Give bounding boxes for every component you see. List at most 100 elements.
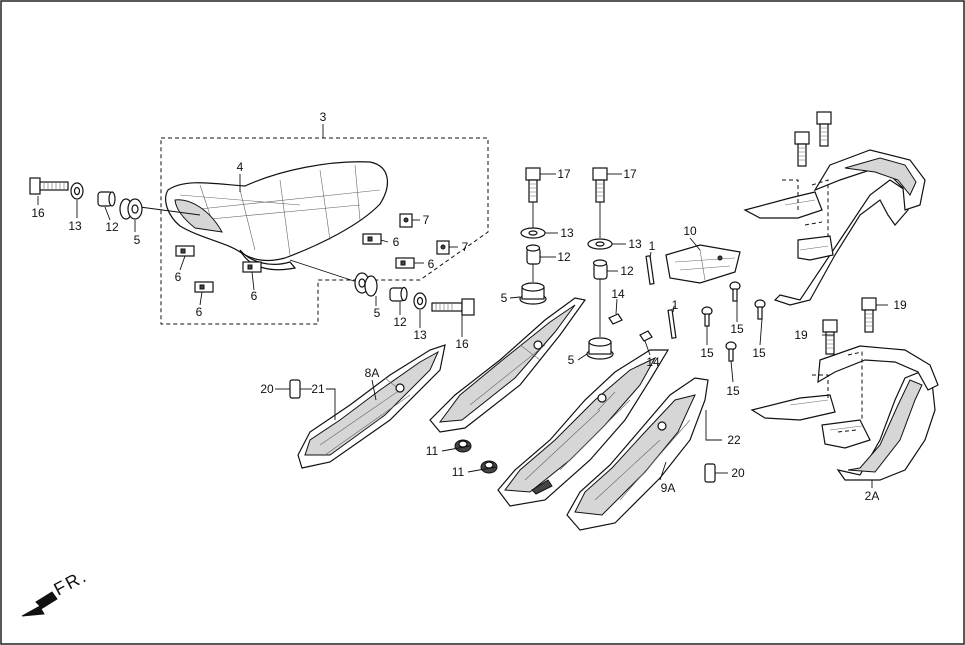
grommet-5-center-right bbox=[586, 337, 614, 360]
callout-16-right: 16 bbox=[455, 337, 469, 351]
screw-15-a bbox=[701, 306, 713, 327]
callout-14-b: 14 bbox=[646, 355, 660, 369]
callout-20-left: 20 bbox=[260, 382, 274, 396]
callout-6-e: 6 bbox=[428, 257, 435, 271]
callout-13-center-right: 13 bbox=[628, 237, 642, 251]
callout-2a: 2A bbox=[865, 489, 880, 503]
callout-15-b: 15 bbox=[730, 322, 744, 336]
callout-9a: 9A bbox=[661, 481, 676, 495]
seat-cushion bbox=[165, 161, 388, 271]
callout-12-center-left: 12 bbox=[557, 250, 571, 264]
callout-22: 22 bbox=[727, 433, 741, 447]
callout-20-right: 20 bbox=[731, 466, 745, 480]
callout-11-a: 11 bbox=[426, 444, 439, 458]
grommet-5-right bbox=[354, 272, 378, 297]
spacer-20-right bbox=[704, 463, 716, 483]
tail-cover-10 bbox=[665, 244, 741, 284]
side-cover-9a bbox=[566, 377, 709, 531]
callout-11-b: 11 bbox=[452, 465, 465, 479]
callout-14-a: 14 bbox=[611, 287, 625, 301]
side-cover-8a bbox=[297, 344, 446, 469]
clip-6-c bbox=[242, 261, 262, 273]
callout-8a: 8A bbox=[365, 366, 380, 380]
callout-5-center-left: 5 bbox=[501, 291, 508, 305]
callout-17-right: 17 bbox=[623, 167, 637, 181]
callout-6-d: 6 bbox=[393, 235, 400, 249]
callout-3: 3 bbox=[320, 110, 327, 124]
side-cover-upper-left bbox=[429, 297, 587, 433]
grab-rail-upper bbox=[743, 149, 926, 306]
callout-6-c: 6 bbox=[251, 289, 258, 303]
callout-12-right: 12 bbox=[393, 315, 407, 329]
callout-5-center-right: 5 bbox=[568, 353, 575, 367]
callout-13-center-left: 13 bbox=[560, 226, 574, 240]
front-label: FR. bbox=[50, 565, 90, 599]
washer-13-center-right bbox=[587, 238, 613, 250]
bolt-19-upper-b bbox=[816, 111, 832, 147]
callout-16-left: 16 bbox=[31, 206, 45, 220]
front-direction-indicator: FR. bbox=[21, 565, 91, 617]
callout-1-b: 1 bbox=[672, 298, 679, 312]
callout-12-center-right: 12 bbox=[620, 264, 634, 278]
clip-6-e bbox=[395, 257, 415, 269]
spacer-20-left bbox=[289, 379, 301, 399]
grommet-5-center-left bbox=[519, 282, 547, 305]
bolt-17-right bbox=[592, 167, 608, 238]
callout-15-a: 15 bbox=[700, 346, 714, 360]
collar-12-left bbox=[97, 191, 116, 207]
grommet-5-left bbox=[119, 198, 143, 220]
screw-15-b bbox=[729, 281, 741, 302]
rubber-pad-11-b bbox=[480, 460, 498, 474]
callout-5-left: 5 bbox=[134, 233, 141, 247]
collar-12-center-right bbox=[592, 259, 608, 280]
bolt-17-left bbox=[525, 167, 541, 228]
callout-15-d: 15 bbox=[726, 384, 740, 398]
washer-13-right bbox=[413, 292, 427, 310]
callout-15-c: 15 bbox=[752, 346, 766, 360]
bolt-16-right bbox=[431, 298, 475, 316]
grab-rail-2a bbox=[750, 345, 939, 481]
bolt-16-left bbox=[29, 177, 69, 195]
callout-7-a: 7 bbox=[423, 213, 430, 227]
screw-15-d bbox=[725, 341, 737, 362]
clip-14-b bbox=[639, 330, 653, 342]
callout-labels: 3 4 16 13 12 5 6 6 6 6 6 7 7 5 12 13 16 … bbox=[31, 110, 907, 503]
screw-15-c bbox=[754, 299, 766, 320]
pin-1-a bbox=[645, 255, 655, 285]
leader-lines bbox=[37, 173, 888, 488]
callout-12-left: 12 bbox=[105, 220, 119, 234]
callout-6-b: 6 bbox=[196, 305, 203, 319]
callout-19-lower-a: 19 bbox=[794, 328, 808, 342]
callout-5-right: 5 bbox=[374, 306, 381, 320]
callout-13-right: 13 bbox=[413, 328, 427, 342]
callout-17-left: 17 bbox=[557, 167, 571, 181]
callout-21: 21 bbox=[311, 382, 325, 396]
washer-13-left bbox=[70, 182, 84, 200]
pin-1-b bbox=[667, 309, 677, 339]
lower-cover-center bbox=[497, 349, 670, 507]
clip-6-d bbox=[362, 233, 382, 245]
collar-12-right bbox=[389, 286, 408, 302]
bolt-19-lower-b bbox=[861, 297, 877, 333]
nut-7-b bbox=[436, 240, 450, 255]
clip-14-a bbox=[608, 313, 623, 325]
clip-6-b bbox=[194, 281, 214, 293]
clip-6-a bbox=[175, 245, 195, 257]
nut-7-a bbox=[399, 213, 413, 228]
callout-19-lower-b: 19 bbox=[893, 298, 907, 312]
bolt-19-upper-a bbox=[794, 131, 810, 167]
callout-4: 4 bbox=[237, 160, 244, 174]
arrow-icon bbox=[21, 591, 58, 617]
callout-10: 10 bbox=[683, 224, 697, 238]
collar-12-center-left bbox=[525, 244, 541, 265]
callout-7-b: 7 bbox=[462, 240, 469, 254]
washer-13-center-left bbox=[520, 227, 546, 239]
callout-13-left: 13 bbox=[68, 219, 82, 233]
rubber-pad-11-a bbox=[454, 439, 472, 453]
bolt-19-lower-a bbox=[822, 319, 838, 355]
callout-6-a: 6 bbox=[175, 270, 182, 284]
callout-1-a: 1 bbox=[649, 239, 656, 253]
